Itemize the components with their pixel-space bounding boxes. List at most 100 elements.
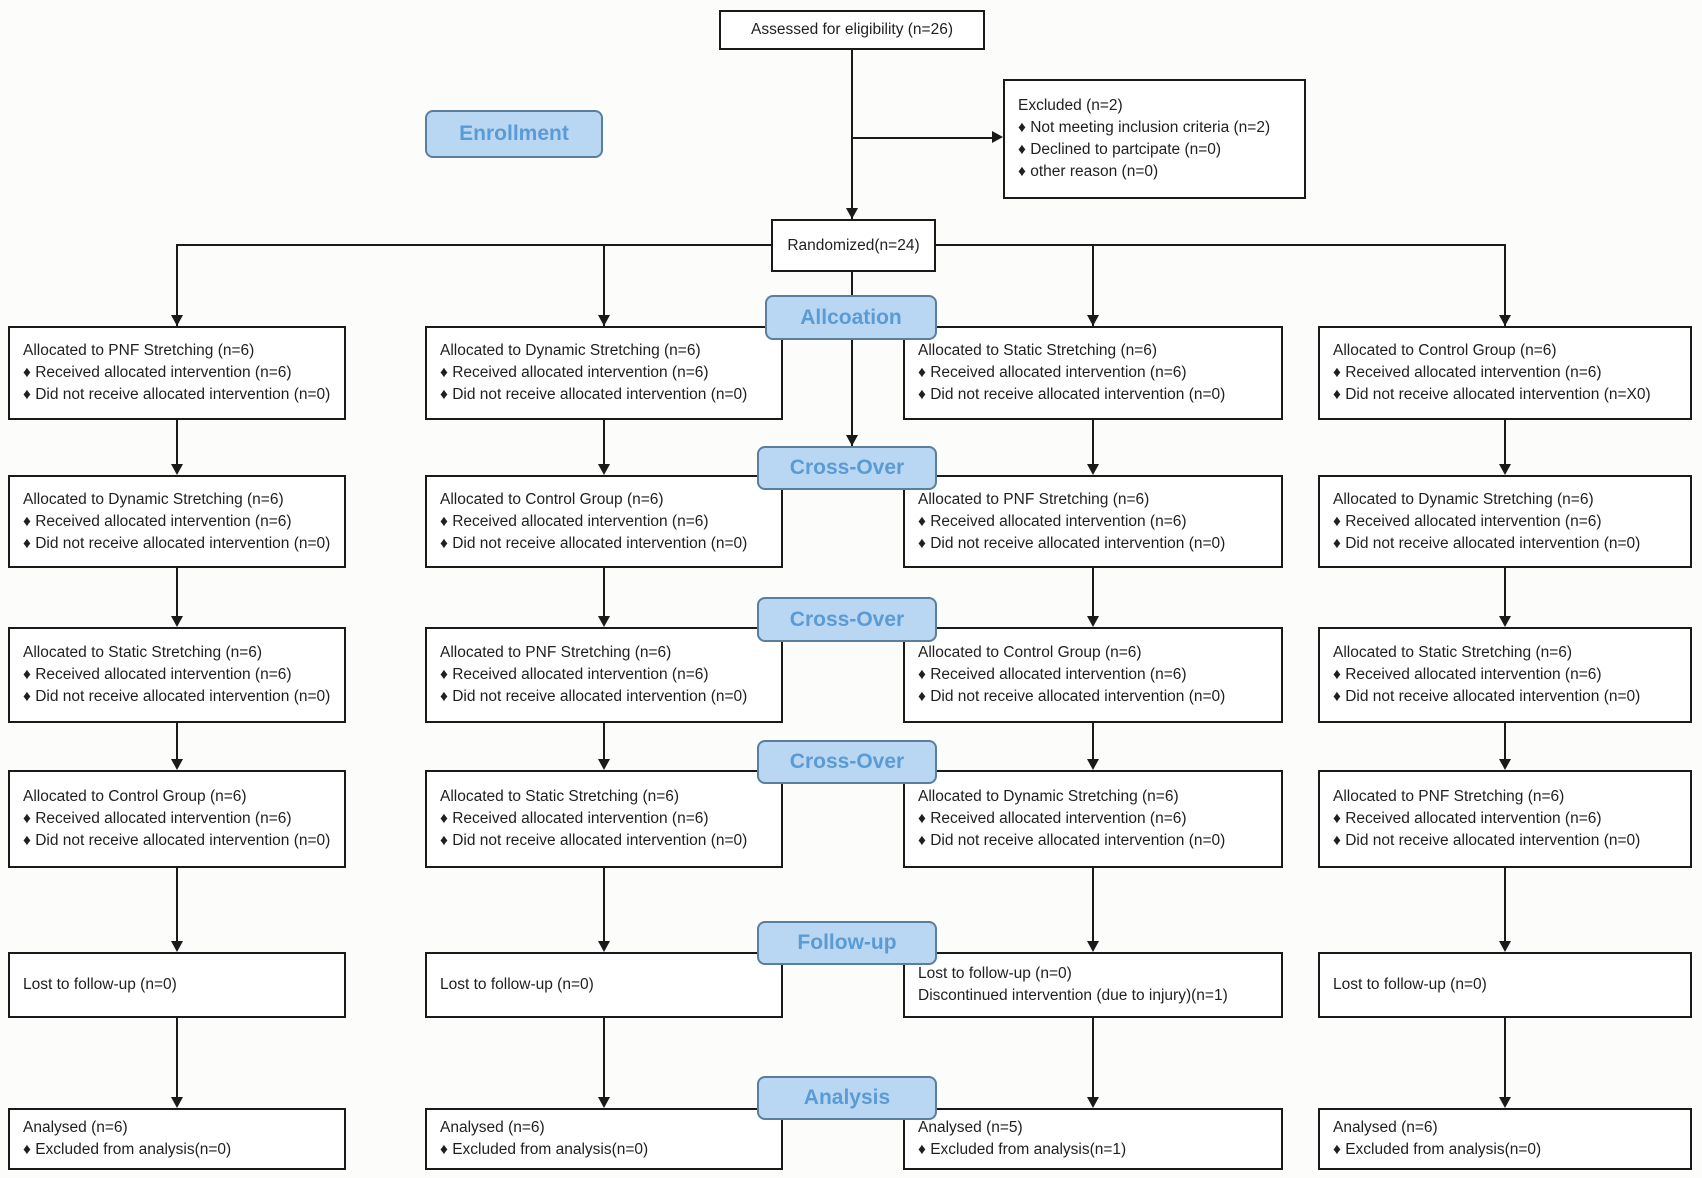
box-line: Analysed (n=5) <box>918 1119 1023 1136</box>
box-line: ♦ Received allocated intervention (n=6) <box>1333 810 1602 827</box>
box-line: ♦ Received allocated intervention (n=6) <box>23 810 292 827</box>
excluded-box: Excluded (n=2)♦ Not meeting inclusion cr… <box>1003 79 1306 199</box>
box-line: ♦ Received allocated intervention (n=6) <box>918 364 1187 381</box>
arrow-down-icon <box>1499 1097 1511 1108</box>
followup-box-c3: Lost to follow-up (n=0)Discontinued inte… <box>903 952 1283 1018</box>
arrow-down-icon <box>171 759 183 770</box>
box-line: Allocated to PNF Stretching (n=6) <box>440 644 672 661</box>
box-line: Lost to follow-up (n=0) <box>918 965 1072 982</box>
box-line: Lost to follow-up (n=0) <box>440 976 594 993</box>
box-line: ♦ Received allocated intervention (n=6) <box>1333 512 1602 530</box>
box-line: Allocated to Dynamic Stretching (n=6) <box>1333 490 1594 508</box>
flow-line <box>176 868 178 942</box>
box-line: Allocated to Static Stretching (n=6) <box>1333 644 1573 661</box>
arrow-down-icon <box>1087 759 1099 770</box>
arrow-down-icon <box>1499 759 1511 770</box>
crossover1-box-c1: Allocated to Dynamic Stretching (n=6)♦ R… <box>8 475 346 568</box>
crossover3-box-c1: Allocated to Control Group (n=6) ♦ Receiv… <box>8 770 346 868</box>
flow-line <box>176 1018 178 1098</box>
box-line: ♦ Received allocated intervention (n=6) <box>1333 364 1602 381</box>
arrow-down-icon <box>1087 315 1099 326</box>
box-line: Allocated to Dynamic Stretching (n=6) <box>440 342 701 359</box>
flow-line <box>603 420 605 465</box>
box-line: ♦ Received allocated intervention (n=6) <box>440 364 709 381</box>
box-line: ♦ Received allocated intervention (n=6) <box>1333 666 1602 683</box>
analysis-box-c1: Analysed (n=6)♦ Excluded from analysis(n… <box>8 1108 346 1170</box>
arrow-down-icon <box>1087 1097 1099 1108</box>
analysis-box-c4: Analysed (n=6) ♦ Excluded from analysis(n… <box>1318 1108 1692 1170</box>
box-line: ♦ Not meeting inclusion criteria (n=2) <box>1018 119 1271 136</box>
arrow-down-icon <box>171 941 183 952</box>
flow-line <box>1504 723 1506 760</box>
box-line: ♦ Did not receive allocated intervention… <box>440 832 748 849</box>
crossover2-box-c1: Allocated to Static Stretching (n=6) ♦ Re… <box>8 627 346 723</box>
flow-line <box>176 244 178 326</box>
crossover3-box-c2: Allocated to Static Stretching (n=6) ♦ Re… <box>425 770 783 868</box>
box-line: ♦ Received allocated intervention (n=6) <box>440 666 709 683</box>
allocation-box-r1-c3: Allocated to Static Stretching (n=6)♦ Re… <box>903 326 1283 420</box>
flow-line <box>176 568 178 616</box>
allocation-box-r1-c2: Allocated to Dynamic Stretching (n=6) ♦ R… <box>425 326 783 420</box>
box-line: Allocated to Dynamic Stretching (n=6) <box>918 788 1179 805</box>
flow-line <box>851 272 853 446</box>
followup-box-c4: Lost to follow-up (n=0) <box>1318 952 1692 1018</box>
crossover3-box-c4: Allocated to PNF Stretching (n=6)♦ Recei… <box>1318 770 1692 868</box>
arrow-down-icon <box>1499 616 1511 627</box>
allocation-box-r1-c1: Allocated to PNF Stretching (n=6)♦ Recei… <box>8 326 346 420</box>
flow-line <box>603 1018 605 1098</box>
arrow-down-icon <box>598 315 610 326</box>
box-line: ♦ Did not receive allocated intervention… <box>440 386 748 403</box>
box-line: ♦ Received allocated intervention (n=6) <box>440 512 709 530</box>
box-line: ♦ Did not receive allocated intervention… <box>440 688 748 705</box>
stage-label-enrollment: Enrollment <box>425 110 603 158</box>
arrow-down-icon <box>598 616 610 627</box>
flow-line <box>851 49 853 219</box>
crossover3-box-c3: Allocated to Dynamic Stretching (n=6) ♦ R… <box>903 770 1283 868</box>
arrow-down-icon <box>1499 315 1511 326</box>
box-line: ♦ Excluded from analysis(n=1) <box>918 1141 1127 1158</box>
flow-line <box>1504 244 1506 326</box>
randomized-box: Randomized(n=24) <box>771 219 936 272</box>
box-line: ♦ Did not receive allocated intervention… <box>918 386 1226 403</box>
flow-line <box>1092 420 1094 465</box>
crossover1-box-c2: Allocated to Control Group (n=6)♦ Receiv… <box>425 475 783 568</box>
box-line: ♦ Excluded from analysis(n=0) <box>440 1141 649 1158</box>
box-line: Allocated to Control Group (n=6) <box>23 788 247 805</box>
box-line: ♦ Did not receive allocated intervention… <box>23 534 331 552</box>
box-line: ♦ Excluded from analysis(n=0) <box>23 1141 232 1158</box>
arrow-down-icon <box>846 208 858 219</box>
box-line: ♦ Received allocated intervention (n=6) <box>918 810 1187 827</box>
box-line: ♦ Received allocated intervention (n=6) <box>440 810 709 827</box>
arrow-down-icon <box>1087 941 1099 952</box>
arrow-down-icon <box>598 1097 610 1108</box>
box-line: ♦ other reason (n=0) <box>1018 163 1159 180</box>
box-line: ♦ Excluded from analysis(n=0) <box>1333 1141 1542 1158</box>
arrow-down-icon <box>1499 464 1511 475</box>
box-line: ♦ Declined to partcipate (n=0) <box>1018 141 1222 158</box>
stage-label-crossover-2: Cross-Over <box>757 597 937 642</box>
flow-line <box>1092 244 1094 326</box>
arrow-down-icon <box>171 315 183 326</box>
flow-line <box>1504 1018 1506 1098</box>
analysis-box-c3: Analysed (n=5) ♦ Excluded from analysis(n… <box>903 1108 1283 1170</box>
flow-line <box>603 568 605 616</box>
box-line: Analysed (n=6) <box>1333 1119 1438 1136</box>
box-line: Analysed (n=6) <box>440 1119 545 1136</box>
arrow-down-icon <box>1087 464 1099 475</box>
box-line: ♦ Did not receive allocated intervention… <box>1333 688 1641 705</box>
box-line: ♦ Did not receive allocated intervention… <box>23 386 331 403</box>
box-line: Allocated to Static Stretching (n=6) <box>440 788 680 805</box>
box-line: ♦ Did not receive allocated intervention… <box>440 534 748 552</box>
assessed-eligibility-box: Assessed for eligibility (n=26) <box>719 10 985 50</box>
box-line: Allocated to Static Stretching (n=6) <box>23 644 263 661</box>
box-line: ♦ Received allocated intervention (n=6) <box>918 512 1187 530</box>
crossover1-box-c4: Allocated to Dynamic Stretching (n=6) ♦ R… <box>1318 475 1692 568</box>
box-line: ♦ Did not receive allocated intervention… <box>918 832 1226 849</box>
crossover2-box-c3: Allocated to Control Group (n=6)♦ Receiv… <box>903 627 1283 723</box>
arrow-down-icon <box>171 616 183 627</box>
flow-line <box>176 420 178 465</box>
flow-line <box>1092 1018 1094 1098</box>
flow-line <box>1504 568 1506 616</box>
box-line: ♦ Received allocated intervention (n=6) <box>23 666 292 683</box>
